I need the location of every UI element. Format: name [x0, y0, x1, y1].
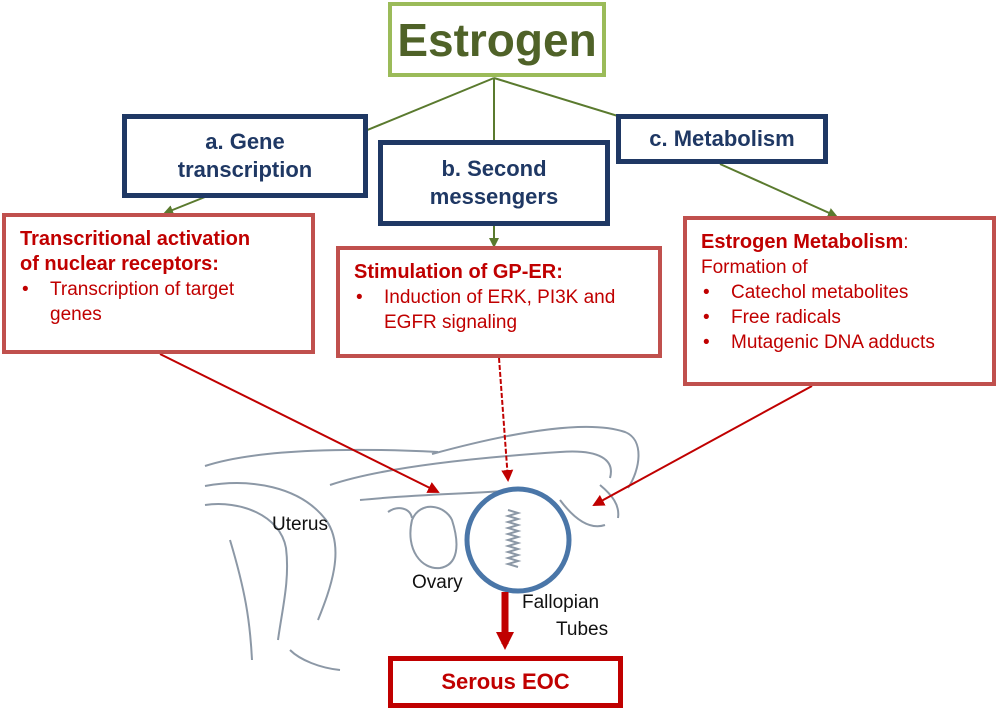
activation-bullets: Transcription of target [20, 277, 297, 302]
estrogen-metabolism-box: Estrogen Metabolism: Formation of Catech… [683, 216, 996, 386]
gper-bullet: Induction of ERK, PI3K and [354, 285, 644, 310]
metabolism-heading: Estrogen Metabolism: [701, 230, 978, 255]
gper-heading: Stimulation of GP-ER: [354, 261, 563, 283]
nuclear-receptor-activation-box: Transcritional activation of nuclear rec… [2, 213, 315, 354]
activation-bullet: Transcription of target [20, 277, 297, 302]
gene-transcription-line2: transcription [177, 157, 313, 182]
arrow-gene-to-activation [163, 196, 206, 215]
activation-bullet-continuation: genes [50, 304, 102, 325]
metabolism-label: c. Metabolism [649, 126, 795, 151]
second-messengers-line2: messengers [429, 184, 559, 209]
ovary-label: Ovary [412, 572, 463, 593]
fallopian-label-line2: Tubes [556, 619, 609, 640]
estrogen-title: Estrogen [397, 13, 597, 66]
fallopian-label-line1: Fallopian [522, 592, 600, 613]
metabolism-bullets: Catechol metabolites Free radicals Mutag… [701, 280, 978, 355]
gper-stimulation-box: Stimulation of GP-ER: Induction of ERK, … [336, 246, 662, 358]
uterus-label: Uterus [272, 514, 328, 535]
gene-transcription-box: a. Gene transcription [122, 114, 368, 198]
activation-heading-line2: of nuclear receptors: [20, 253, 219, 275]
metabolism-box: c. Metabolism [616, 114, 828, 164]
estrogen-box: Estrogen [388, 2, 606, 77]
arrow-gper-to-ovary [498, 357, 514, 482]
metabolism-bullet: Mutagenic DNA adducts [701, 330, 978, 355]
arrow-metabolism-to-estrogen-metabolism [719, 163, 838, 218]
gene-transcription-line1: a. Gene [205, 129, 285, 154]
activation-heading-line1: Transcritional activation [20, 228, 251, 250]
gper-bullets: Induction of ERK, PI3K and [354, 285, 644, 310]
metabolism-bullet: Catechol metabolites [701, 280, 978, 305]
metabolism-bullet: Free radicals [701, 305, 978, 330]
arrow-activation-to-ovary [159, 353, 440, 493]
metabolism-heading-bold: Estrogen Metabolism [701, 231, 904, 253]
fallopian-highlight-circle [464, 486, 572, 594]
arrow-metabolism-to-ovary [592, 385, 813, 506]
fallopian-coil [504, 509, 522, 568]
second-messengers-box: b. Second messengers [378, 140, 610, 226]
serous-eoc-label: Serous EOC [441, 669, 570, 694]
metabolism-intro: Formation of [701, 257, 808, 278]
serous-eoc-box: Serous EOC [388, 656, 623, 708]
metabolism-heading-colon: : [903, 232, 909, 253]
gper-bullet-continuation: EGFR signaling [384, 312, 518, 333]
second-messengers-line1: b. Second [441, 156, 547, 181]
